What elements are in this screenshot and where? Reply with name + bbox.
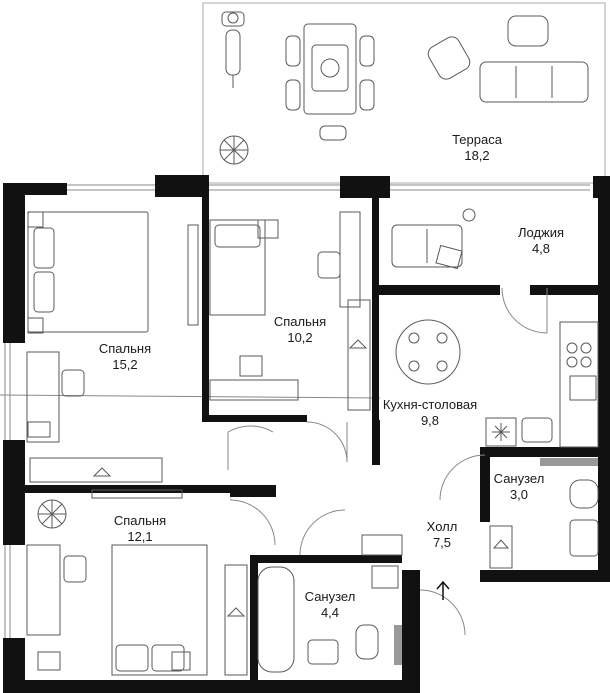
room-label-kitchen: Кухня-столовая 9,8	[383, 397, 477, 428]
armchair	[427, 36, 471, 80]
exercise-bike-icon	[221, 11, 245, 88]
hanger-icon	[92, 467, 112, 477]
bedroom-10-furniture	[209, 211, 371, 411]
room-label-bedroom-12: Спальня 12,1	[114, 513, 166, 544]
room-area: 18,2	[464, 148, 489, 163]
entrance-arrow-icon	[436, 580, 450, 600]
room-label-terrace: Терраса 18,2	[452, 132, 503, 163]
room-name: Холл	[427, 519, 458, 534]
room-name: Лоджия	[518, 225, 564, 240]
room-name: Терраса	[452, 132, 503, 147]
room-name: Спальня	[99, 341, 151, 356]
terrace-area	[202, 2, 606, 184]
room-area: 15,2	[112, 357, 137, 372]
room-name: Кухня-столовая	[383, 397, 477, 412]
bedroom-12-furniture	[26, 489, 248, 676]
loggia-furniture	[391, 208, 476, 270]
room-name: Санузел	[494, 471, 545, 486]
room-area: 10,2	[287, 330, 312, 345]
room-area: 4,4	[321, 605, 339, 620]
room-label-bathroom-3: Санузел 3,0	[494, 471, 545, 502]
doors	[227, 287, 548, 636]
bathroom-4-furniture	[257, 534, 403, 673]
sofa	[479, 61, 589, 103]
walls	[3, 175, 610, 693]
room-area: 3,0	[510, 487, 528, 502]
room-label-bathroom-4: Санузел 4,4	[305, 589, 356, 620]
room-label-hall: Холл 7,5	[427, 519, 458, 550]
armchair	[507, 15, 549, 47]
dining-table	[285, 23, 375, 141]
room-label-bedroom-10: Спальня 10,2	[274, 314, 326, 345]
room-area: 4,8	[532, 241, 550, 256]
room-name: Спальня	[114, 513, 166, 528]
bathroom-3-furniture	[489, 458, 599, 569]
room-area: 9,8	[421, 413, 439, 428]
room-label-loggia: Лоджия 4,8	[518, 225, 564, 256]
room-label-bedroom-15: Спальня 15,2	[99, 341, 151, 372]
room-area: 12,1	[127, 529, 152, 544]
kitchen-furniture	[395, 319, 599, 448]
plant-icon	[219, 135, 249, 165]
room-area: 7,5	[433, 535, 451, 550]
room-name: Спальня	[274, 314, 326, 329]
plant-icon	[37, 499, 67, 529]
bedroom-15-furniture	[26, 211, 199, 483]
room-name: Санузел	[305, 589, 356, 604]
terrace-furniture	[219, 11, 589, 165]
